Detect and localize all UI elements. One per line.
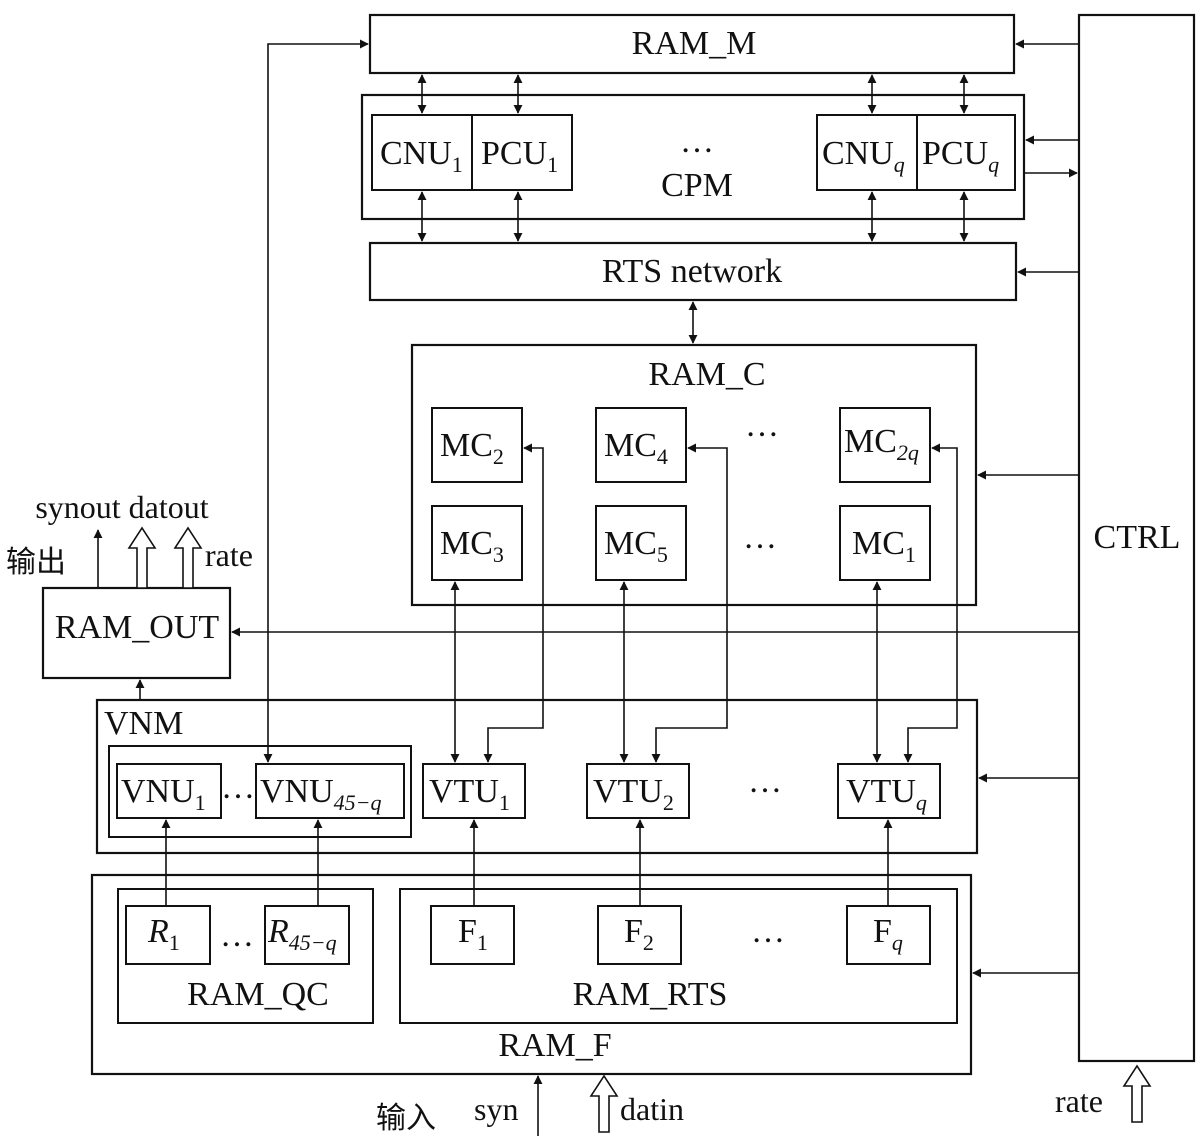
ram-m-vnu-link bbox=[263, 39, 369, 763]
rts-network-block: RTS network bbox=[368, 241, 1018, 302]
rate-in-label: rate bbox=[1055, 1083, 1103, 1119]
ram-qc-label: RAM_QC bbox=[187, 976, 329, 1013]
input-signals: 输入 syn datin rate bbox=[376, 1064, 1152, 1136]
f-q-box bbox=[846, 905, 931, 965]
vnu-45-q-label: VNU45−q bbox=[260, 773, 382, 815]
rts-network-label: RTS network bbox=[602, 253, 782, 290]
pcu-q-label: PCUq bbox=[922, 135, 999, 177]
ram-c-label: RAM_C bbox=[648, 356, 765, 393]
input-label-cn: 输入 bbox=[376, 1101, 436, 1136]
f-2-box bbox=[597, 905, 682, 965]
mc-2q-vtu-q-link bbox=[903, 443, 958, 763]
cpm-block: CNU1 PCU1 CNUq PCUq … CPM bbox=[360, 93, 1026, 221]
pcu-1-label: PCU1 bbox=[481, 135, 558, 177]
f-q-label: Fq bbox=[873, 913, 903, 955]
r-ellipsis: … bbox=[220, 917, 254, 954]
output-signals: synout datout 输出 rate bbox=[6, 489, 253, 589]
pcu-q-box bbox=[916, 114, 1016, 191]
ram-c-ellipsis-bottom: … bbox=[743, 519, 777, 556]
vnm-label: VNM bbox=[104, 705, 183, 742]
cnu-q-box bbox=[816, 114, 918, 191]
ram-out-block: RAM_OUT bbox=[41, 586, 232, 680]
ram-f-vnm-connections bbox=[161, 819, 893, 906]
ram-c-ellipsis-top: … bbox=[745, 407, 779, 444]
ctrl-label: CTRL bbox=[1094, 519, 1181, 556]
ram-out-label: RAM_OUT bbox=[55, 609, 220, 646]
rate-out-label: rate bbox=[205, 537, 253, 573]
f-1-box bbox=[430, 905, 515, 965]
vtu-2-box bbox=[586, 763, 690, 819]
f-ellipsis: … bbox=[751, 913, 785, 950]
cpm-label: CPM bbox=[661, 167, 733, 204]
ram-c-vtu-connections bbox=[450, 443, 958, 763]
ram-m-label: RAM_M bbox=[632, 25, 757, 62]
cpm-ellipsis: … bbox=[680, 123, 714, 160]
vnu-ellipsis: … bbox=[221, 769, 255, 806]
r-45-q-label: R45−q bbox=[267, 913, 337, 955]
vtu-1-label: VTU1 bbox=[429, 773, 510, 815]
f-1-label: F1 bbox=[458, 913, 488, 955]
vtu-1-box bbox=[422, 763, 526, 819]
cnu-q-label: CNUq bbox=[822, 135, 905, 177]
vtu-q-label: VTUq bbox=[846, 773, 927, 815]
vnu-45-q-box bbox=[255, 763, 405, 819]
syn-label: syn bbox=[474, 1091, 518, 1127]
ctrl-block: CTRL bbox=[1077, 13, 1196, 1063]
vnu-1-label: VNU1 bbox=[121, 773, 206, 815]
ram-c-block: RAM_C MC2 MC4 MC2q MC3 MC5 MC1 … … bbox=[410, 343, 978, 607]
r-1-box bbox=[125, 905, 211, 965]
pcu-1-box bbox=[471, 114, 573, 191]
synout-datout-label: synout datout bbox=[35, 489, 208, 525]
output-label-cn: 输出 bbox=[6, 545, 66, 580]
ram-f-block: R1 … R45−q RAM_QC F1 F2 Fq … RAM_RTS RAM… bbox=[90, 873, 973, 1076]
datin-hollow-arrow bbox=[589, 1074, 619, 1133]
vtu-q-box bbox=[837, 763, 941, 819]
rate-in-hollow-arrow bbox=[1122, 1064, 1152, 1123]
vnu-1-box bbox=[116, 763, 222, 819]
ram-m-block: RAM_M bbox=[368, 13, 1016, 75]
rate-out-hollow-arrow bbox=[173, 526, 203, 589]
cpm-bus-connections bbox=[417, 74, 969, 344]
r-45-q-box bbox=[264, 905, 350, 965]
ram-rts-label: RAM_RTS bbox=[573, 976, 728, 1013]
vtu-ellipsis: … bbox=[748, 763, 782, 800]
mc-4-vtu-2-link bbox=[651, 443, 728, 763]
ram-f-label: RAM_F bbox=[498, 1027, 611, 1064]
mc-2-vtu-1-link bbox=[483, 443, 544, 763]
vnm-block: VNM VNU1 … VNU45−q VTU1 VTU2 VTUq … bbox=[95, 698, 979, 855]
datin-label: datin bbox=[620, 1091, 684, 1127]
f-2-label: F2 bbox=[624, 913, 654, 955]
datout-hollow-arrow bbox=[127, 526, 157, 589]
cnu-1-label: CNU1 bbox=[380, 135, 463, 177]
vtu-2-label: VTU2 bbox=[593, 773, 674, 815]
cnu-1-box bbox=[371, 114, 473, 191]
r-1-label: R1 bbox=[147, 913, 180, 955]
